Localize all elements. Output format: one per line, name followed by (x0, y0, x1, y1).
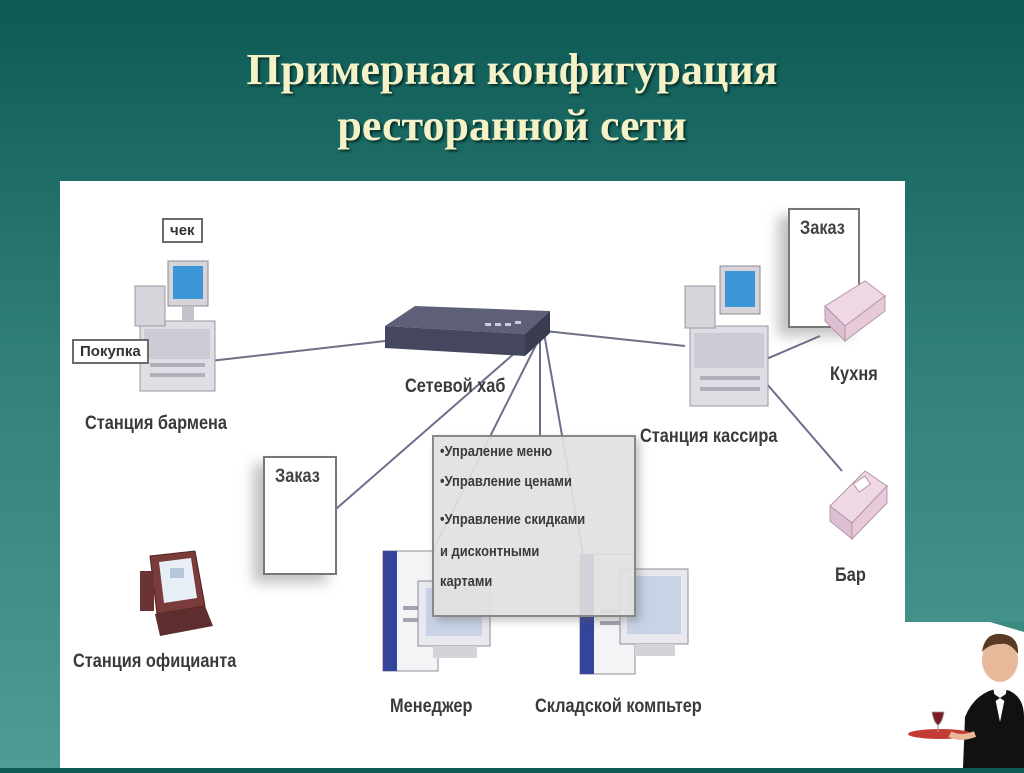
waiter-photo-image (908, 617, 1024, 768)
bartender-pos-icon (134, 260, 216, 392)
waiter-order-slip: Заказ (263, 456, 337, 575)
bartender-station-label: Станция бармена (85, 413, 228, 434)
title-line-1: Примерная конфигурация (246, 45, 778, 94)
features-box: •Упраление меню •Управление ценами •Упра… (432, 435, 636, 617)
link-bar (759, 375, 843, 472)
cashier-pos-icon (684, 265, 769, 407)
link-waiter (304, 330, 541, 537)
network-diagram-panel: чек Покупка Станция бармена Сетевой хаб … (60, 181, 905, 768)
waiter-order-tag: Заказ (275, 466, 320, 487)
cashier-order-tag: Заказ (800, 218, 845, 239)
purchase-tag: Покупка (72, 339, 149, 364)
hub-label: Сетевой хаб (405, 376, 506, 397)
network-hub-icon (385, 306, 550, 356)
cashier-station-label: Станция кассира (640, 426, 778, 447)
manager-label: Менеджер (390, 696, 473, 717)
link-bartender (209, 340, 386, 362)
kitchen-label: Кухня (830, 364, 878, 385)
bar-printer-icon (829, 470, 888, 541)
waiter-pos-icon (140, 550, 213, 636)
feature-item: •Управление ценами (440, 473, 572, 490)
feature-item: и дисконтными (440, 543, 540, 560)
kitchen-printer-icon (824, 280, 886, 343)
bar-label: Бар (835, 565, 866, 586)
title-line-2: ресторанной сети (337, 101, 687, 150)
feature-item: •Управление скидками (440, 511, 586, 528)
feature-item: картами (440, 573, 493, 590)
waiter-photo (905, 617, 1024, 768)
warehouse-computer-label: Складской компьтер (535, 696, 702, 717)
slide-title: Примерная конфигурация ресторанной сети (0, 42, 1024, 154)
check-tag: чек (162, 218, 203, 243)
link-cashier (544, 330, 686, 347)
feature-item: •Упраление меню (440, 443, 553, 460)
waiter-station-label: Станция официанта (73, 651, 237, 672)
